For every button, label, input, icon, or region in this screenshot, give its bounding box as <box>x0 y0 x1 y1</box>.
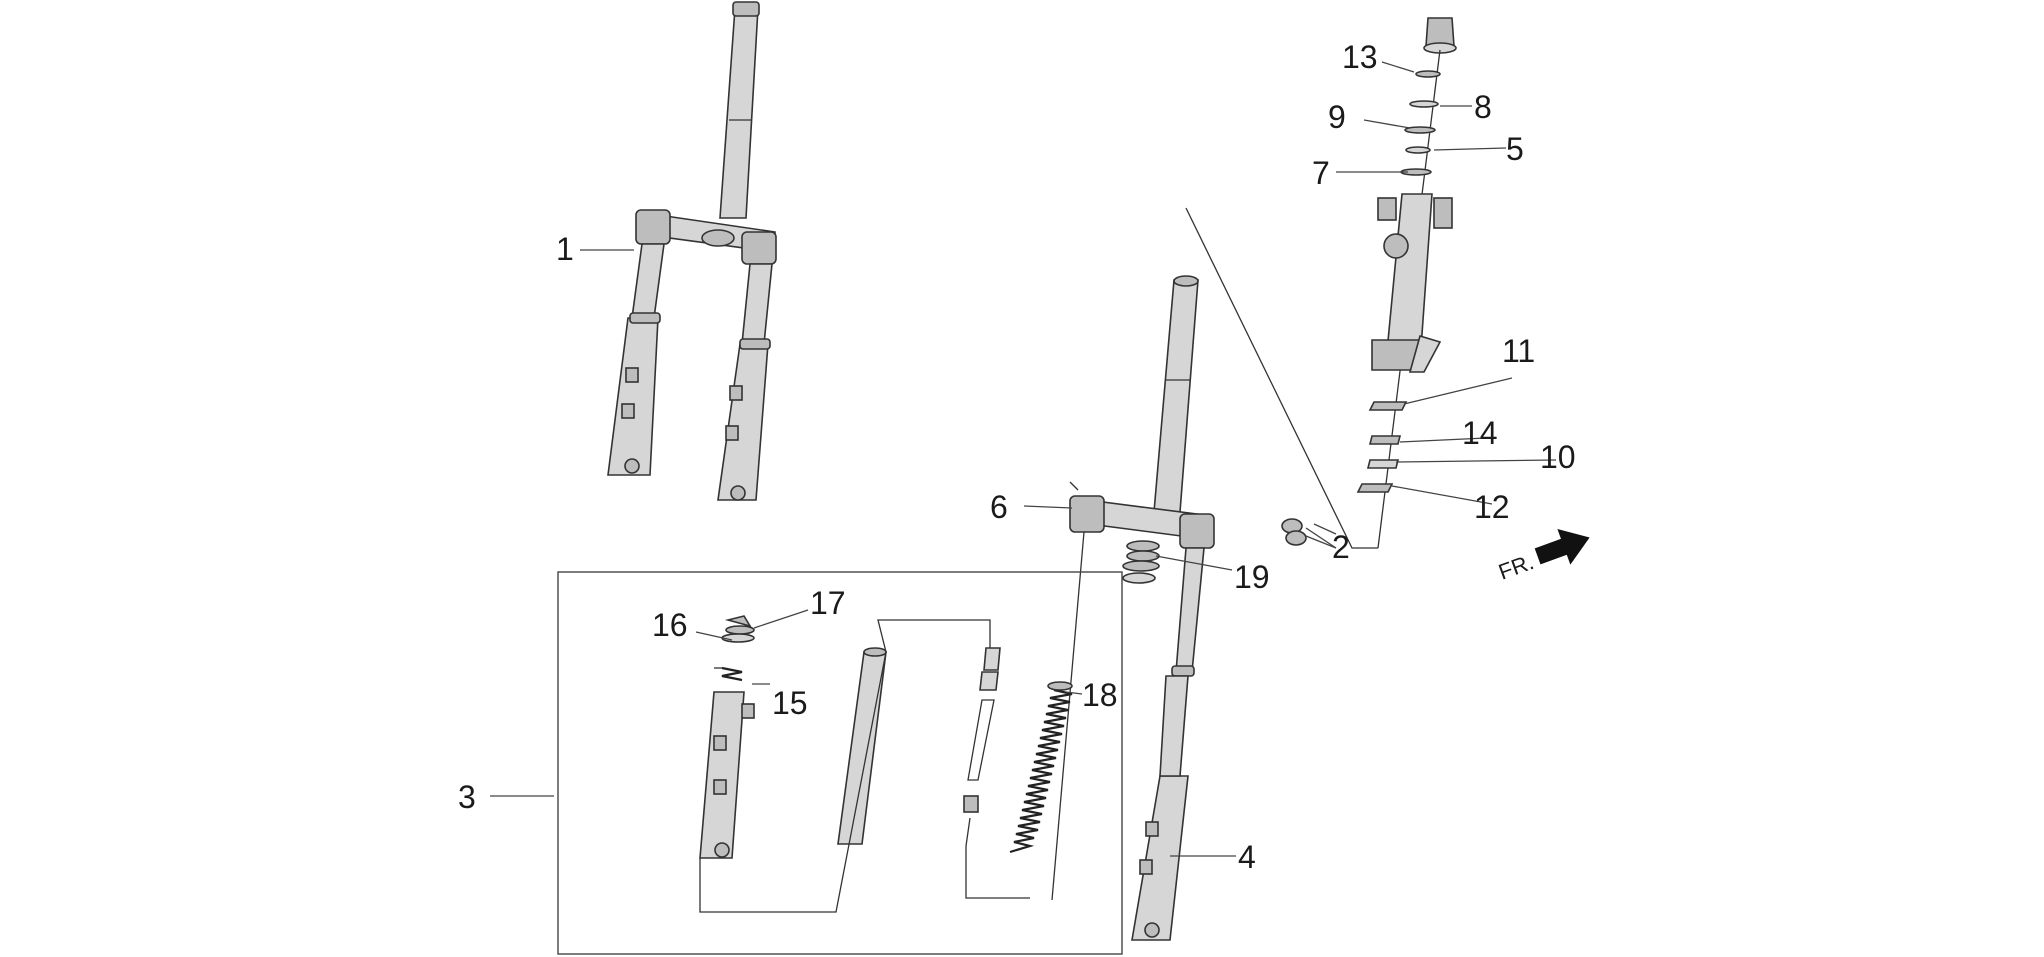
callout-2: 2 <box>1332 529 1350 565</box>
fork-slider-part-4 <box>1131 665 1195 941</box>
head-tube-frame <box>1371 193 1453 373</box>
front-direction-indicator: FR. <box>1495 529 1590 585</box>
steering-column-parts <box>1185 17 1457 549</box>
callout-10: 10 <box>1540 439 1576 475</box>
callout-5: 5 <box>1506 131 1524 167</box>
callout-1: 1 <box>556 231 574 267</box>
exploded-fork-center <box>1051 275 1307 941</box>
callout-3: 3 <box>458 779 476 815</box>
front-fork-assembly <box>607 1 777 501</box>
callout-8: 8 <box>1474 89 1492 125</box>
callout-15: 15 <box>772 685 808 721</box>
callout-13: 13 <box>1342 39 1378 75</box>
front-direction-arrow-icon <box>1534 529 1590 565</box>
callout-6: 6 <box>990 489 1008 525</box>
callout-16: 16 <box>652 607 688 643</box>
callout-12: 12 <box>1474 489 1510 525</box>
callout-18: 18 <box>1082 677 1118 713</box>
callout-17: 17 <box>810 585 846 621</box>
callout-11: 11 <box>1502 333 1535 369</box>
direction-label: FR. <box>1495 549 1537 585</box>
leader-lines <box>490 61 1557 857</box>
callout-4: 4 <box>1238 839 1256 875</box>
fork-leg-kit-box <box>557 571 1123 955</box>
callout-19: 19 <box>1234 559 1270 595</box>
callout-14: 14 <box>1462 415 1498 451</box>
fork-leg-kit-parts <box>699 615 1073 913</box>
callout-9: 9 <box>1328 99 1346 135</box>
callout-7: 7 <box>1312 155 1330 191</box>
steering-bearing <box>1122 540 1160 584</box>
